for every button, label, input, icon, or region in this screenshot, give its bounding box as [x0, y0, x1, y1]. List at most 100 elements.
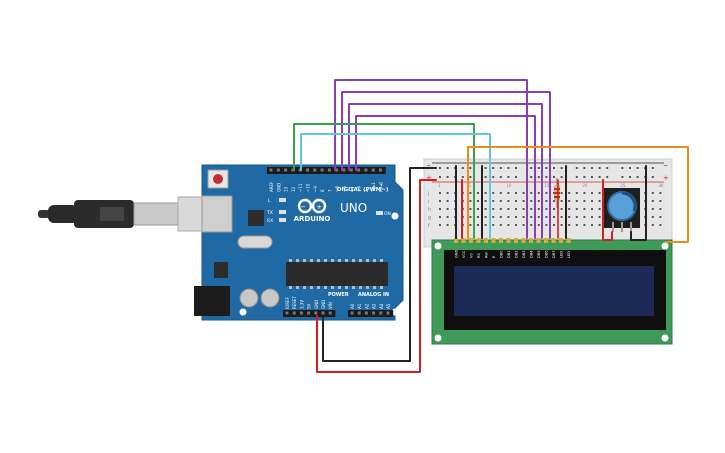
lcd-mounting-hole	[434, 334, 442, 342]
brand-label: ARDUINO	[294, 215, 331, 223]
wire-red-5v[interactable]	[316, 179, 437, 373]
wire-cyan[interactable]	[300, 133, 491, 239]
pin-label: 3.3V	[299, 300, 304, 309]
power-pin-header[interactable]	[283, 310, 336, 317]
digital-pin[interactable]	[335, 168, 339, 172]
lcd-pin-label: RW	[485, 252, 489, 258]
lcd-pin[interactable]	[544, 238, 548, 243]
analog-pin[interactable]	[379, 311, 383, 315]
usb-port	[201, 195, 233, 233]
wire-green[interactable]	[293, 123, 475, 239]
row-letter: h	[428, 207, 431, 213]
power-pin[interactable]	[314, 311, 318, 315]
lcd-screen	[454, 266, 654, 316]
wire-purple[interactable]	[355, 115, 536, 239]
analog-header-label: ANALOG IN	[358, 292, 389, 298]
analog-pin-header[interactable]	[348, 310, 394, 317]
usb-cable	[38, 196, 231, 232]
digital-pin[interactable]	[349, 168, 353, 172]
usb-chip	[248, 210, 264, 226]
pin-label: AREF	[269, 181, 274, 192]
lcd-pin[interactable]	[491, 238, 496, 243]
reset-button[interactable]	[207, 169, 229, 189]
lcd-pin[interactable]	[499, 238, 503, 243]
lcd-pin-label: GND	[455, 250, 459, 258]
wire-black-gnd[interactable]	[322, 167, 437, 362]
analog-pin[interactable]	[372, 311, 376, 315]
pin-label: 5V	[307, 303, 312, 309]
arduino-uno-board[interactable]: − + ARDUINO UNO DIGITAL (PWM~) POWER ANA…	[194, 164, 404, 321]
lcd-pin[interactable]	[484, 238, 488, 243]
lcd-pin[interactable]	[529, 238, 533, 243]
pin-label: A0	[350, 303, 355, 309]
analog-pin[interactable]	[386, 311, 390, 315]
power-pin[interactable]	[328, 311, 332, 315]
digital-pin[interactable]	[269, 168, 273, 172]
digital-pin[interactable]	[291, 168, 295, 172]
potentiometer[interactable]	[604, 188, 640, 232]
lcd-pin[interactable]	[469, 238, 473, 243]
pin-label: ~6	[335, 186, 340, 192]
pin-label: GND	[276, 183, 281, 192]
column-number: 5	[468, 183, 471, 188]
power-pin[interactable]	[321, 311, 325, 315]
row-letter: j	[427, 191, 429, 197]
lcd-pin[interactable]	[551, 238, 556, 243]
crystal	[237, 235, 273, 249]
digital-pin[interactable]	[284, 168, 288, 172]
lcd-pin[interactable]	[536, 238, 541, 243]
power-pin[interactable]	[292, 311, 296, 315]
lcd-pin[interactable]	[476, 238, 481, 243]
wire-red-pot[interactable]	[602, 179, 613, 241]
pin-label: ~5	[342, 186, 347, 192]
digital-pin[interactable]	[357, 168, 361, 172]
model-label: UNO	[340, 201, 367, 215]
wire-purple[interactable]	[341, 91, 551, 239]
power-pin[interactable]	[285, 311, 289, 315]
digital-pin[interactable]	[320, 168, 324, 172]
digital-pin[interactable]	[276, 168, 280, 172]
digital-pin[interactable]	[364, 168, 368, 172]
wire-orange[interactable]	[467, 146, 689, 243]
wire-black-pot[interactable]	[630, 165, 647, 241]
pin-label: GND	[314, 300, 319, 309]
pin-label: 7	[327, 189, 332, 192]
lcd-mounting-hole	[661, 242, 669, 250]
pin-label: TX▸1	[371, 182, 376, 193]
led-tx-label: TX	[266, 210, 273, 216]
power-header-label: POWER	[328, 292, 349, 298]
digital-pin[interactable]	[327, 168, 331, 172]
pin-label: ~10	[306, 183, 311, 192]
analog-pin[interactable]	[357, 311, 361, 315]
power-pin[interactable]	[299, 311, 303, 315]
svg-text:+: +	[316, 203, 322, 211]
lcd-pin[interactable]	[521, 238, 526, 243]
lcd-pin-label: LED	[560, 251, 564, 258]
digital-pin[interactable]	[342, 168, 346, 172]
pin-label: A1	[357, 303, 362, 309]
analog-pin[interactable]	[364, 311, 368, 315]
lcd-pin[interactable]	[454, 238, 458, 243]
digital-pin-header[interactable]	[267, 167, 386, 174]
led-rx	[279, 218, 286, 222]
digital-pin[interactable]	[313, 168, 317, 172]
lcd-pin[interactable]	[559, 238, 563, 243]
lcd-pin[interactable]	[514, 238, 518, 243]
digital-pin[interactable]	[306, 168, 309, 172]
lcd-pin[interactable]	[461, 238, 466, 243]
digital-pin[interactable]	[379, 168, 382, 172]
lcd-pin-label: DB7	[552, 250, 556, 258]
pin-label: ~3	[357, 186, 362, 192]
analog-pin[interactable]	[350, 311, 354, 315]
wire-purple[interactable]	[348, 103, 543, 239]
mounting-hole	[391, 212, 399, 220]
digital-pin[interactable]	[371, 168, 375, 172]
power-pin[interactable]	[307, 311, 311, 315]
pin-label: 4	[349, 189, 354, 192]
lcd-pin[interactable]	[566, 238, 571, 243]
lcd-pin[interactable]	[506, 238, 511, 243]
led-l	[279, 198, 286, 202]
lcd-pin-label: DB5	[537, 250, 541, 258]
led-l-label: L	[268, 198, 271, 204]
